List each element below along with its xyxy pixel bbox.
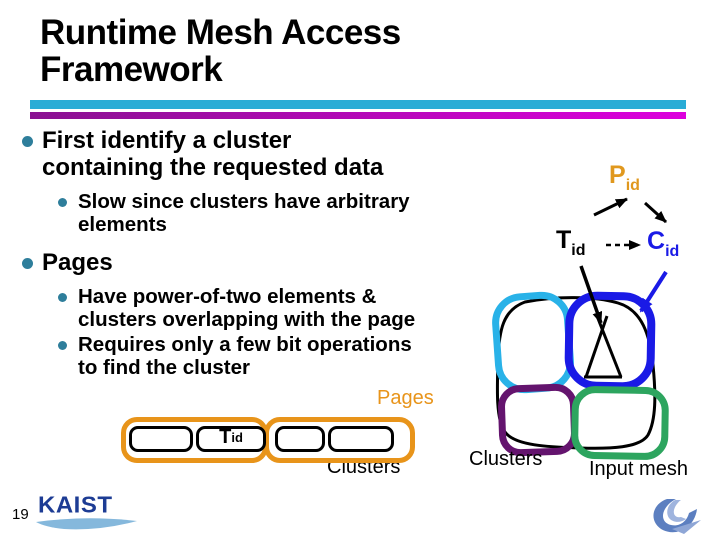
slide-title-line1: Runtime Mesh Access [40,13,401,52]
arrow-tid-to-pid [593,197,628,217]
page-box-2 [264,417,415,463]
bullet-text: Have power-of-two elements & clusters ov… [78,285,415,331]
bullet-line: containing the requested data [42,154,384,181]
cluster-outline-green [571,386,669,460]
arrow-pid-to-cid [643,201,668,224]
pid-label-sub: id [625,177,640,194]
bullet-line: Pages [42,249,113,276]
pid-label: Pid [609,163,640,198]
pages-label: Pages [377,387,434,409]
lab-logo-icon [653,499,701,534]
bullet-text: Slow since clusters have arbitrary eleme… [78,190,410,236]
bullet-text: Requires only a few bit operations to fi… [78,333,412,379]
cluster-box-2 [196,426,266,452]
arrow-tid-to-triangle [579,265,603,324]
bullet-dot-icon [58,293,67,302]
arrow-cid-to-blue-cluster [639,270,668,313]
bullet-line: clusters overlapping with the page [78,308,416,331]
tid-label-sub: id [571,242,586,259]
cluster-box-1 [129,426,193,452]
bullet-first-identify: First identify a cluster containing the … [22,127,383,181]
bullet-slow-clusters: Slow since clusters have arbitrary eleme… [58,190,410,236]
bullet-bit-operations: Requires only a few bit operations to fi… [58,333,412,379]
cid-label: Cid [647,229,679,264]
slide-title: Runtime Mesh Access Framework [40,14,660,88]
bullet-line: elements [78,213,167,236]
bullet-pages: Pages [22,249,113,276]
tid-label: Tid [556,228,586,263]
clusters-label-mesh: Clusters [469,448,543,470]
cluster-outline-cyan [492,291,574,394]
bullet-line: Requires only a few bit operations [78,333,412,356]
input-mesh-label: Input mesh [589,458,688,480]
cluster-outline-purple [498,383,578,457]
kaist-logo-text: KAIST [38,492,113,519]
bullet-text: First identify a cluster containing the … [42,127,383,181]
bullet-line: Slow since clusters have arbitrary [78,190,410,213]
cid-label-sub: id [665,243,680,260]
pid-label-main: P [609,161,626,189]
triangle-element [584,315,623,379]
tid-box-main: T [219,425,232,448]
tid-box-sub: id [231,429,243,445]
cid-label-main: C [647,227,666,255]
bullet-power-of-two: Have power-of-two elements & clusters ov… [58,285,415,331]
slide-title-line2: Framework [40,50,223,89]
kaist-logo-swoosh [36,518,137,530]
bullet-line: to find the cluster [78,356,250,379]
bullet-text: Pages [42,249,113,276]
page-number: 19 [12,506,29,523]
tid-label-main: T [556,226,572,254]
bullet-dot-icon [58,198,67,207]
bullet-dot-icon [22,136,33,147]
title-underline-magenta [30,112,686,119]
cluster-box-3 [275,426,325,452]
bullet-line: Have power-of-two elements & [78,285,377,308]
input-mesh-outline [495,296,657,450]
title-underline-cyan [30,100,686,109]
bullet-line: First identify a cluster [42,127,292,154]
cluster-box-4 [328,426,394,452]
bullet-dot-icon [22,258,33,269]
bullet-dot-icon [58,341,67,350]
cluster-outline-blue [564,291,656,391]
